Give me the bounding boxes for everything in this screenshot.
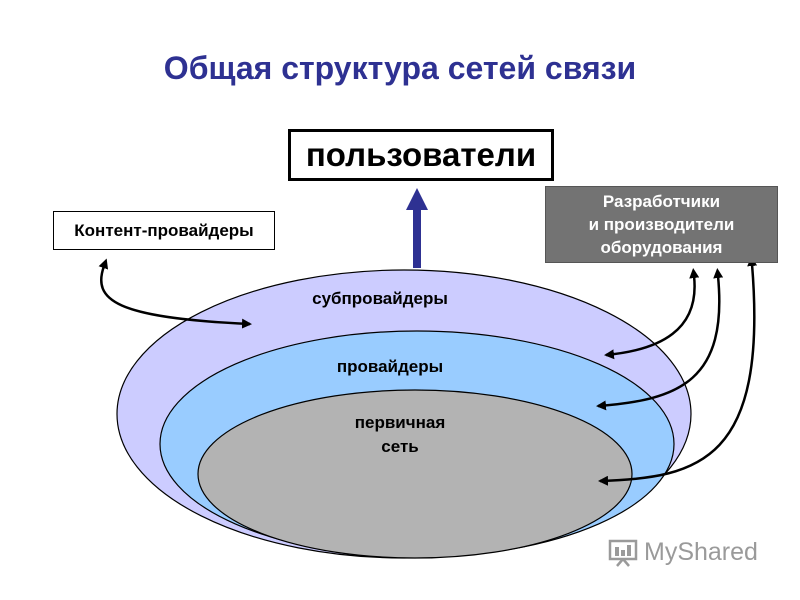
up-arrow-shaft [413,208,421,268]
subproviders-label: субпровайдеры [312,289,448,308]
users-box: пользователи [288,129,554,181]
providers-label: провайдеры [336,357,444,376]
watermark: MyShared [608,538,758,567]
content-providers-arrow [98,258,252,329]
developers-line-1: Разработчики [602,192,721,211]
up-arrow-head [406,188,428,210]
watermark-text: MyShared [644,538,758,566]
developers-line-2: и производители [588,215,735,234]
primary-network-label-line-2: сеть [381,437,419,456]
primary-network-label-line-1: первичная [354,413,446,432]
page-title: Общая структура сетей связи [163,50,637,86]
developers-arrow-core [598,256,758,486]
primary-network-label: первичная сеть [330,411,470,459]
content-providers-box: Контент-провайдеры [53,211,275,250]
presentation-icon [608,539,638,567]
developers-box: Разработчики и производители оборудовани… [545,186,778,263]
developers-line-3: оборудования [600,238,723,257]
